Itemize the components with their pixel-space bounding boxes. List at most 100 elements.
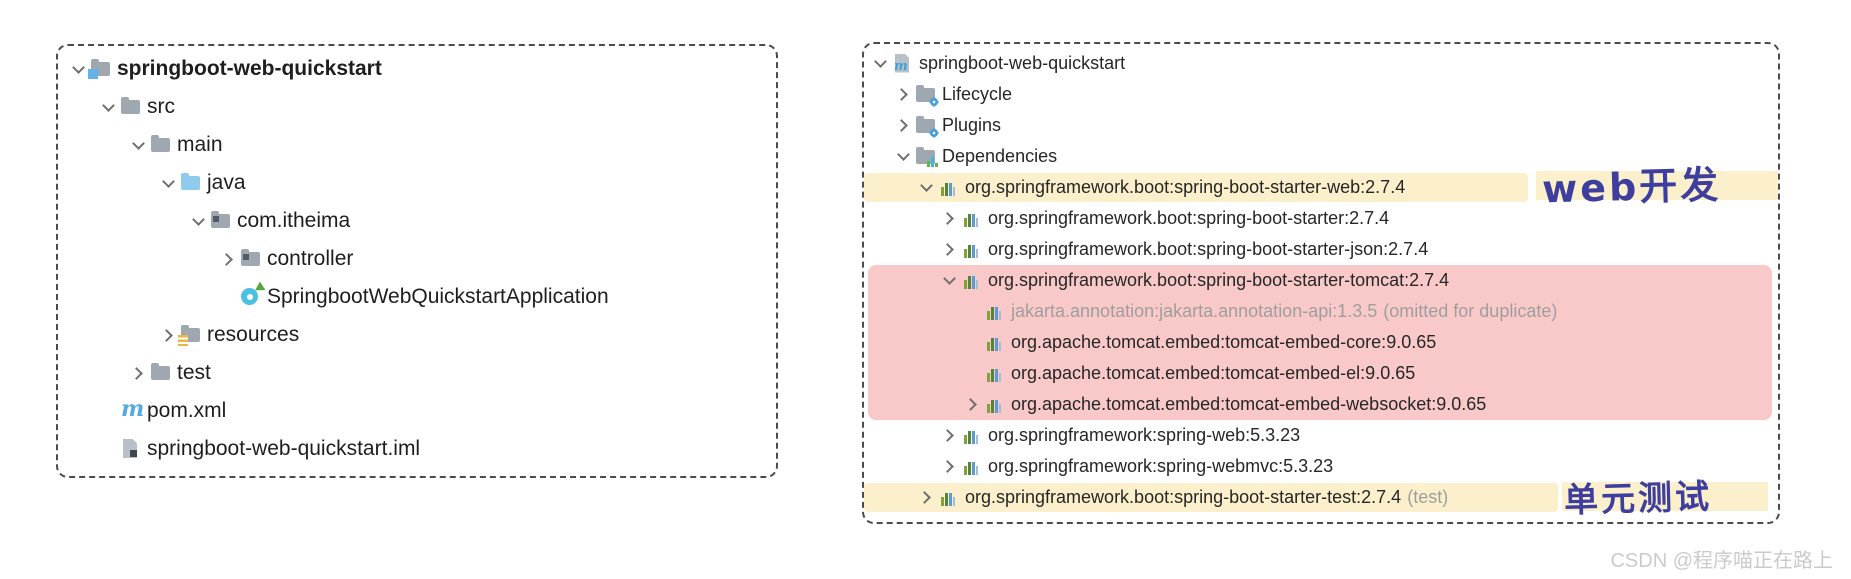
- tree-row-application-class[interactable]: SpringbootWebQuickstartApplication: [58, 278, 776, 316]
- tree-row-label: java: [207, 171, 246, 194]
- tree-row-label: src: [147, 95, 175, 118]
- chevron-right-icon[interactable]: [891, 115, 915, 137]
- maven-row-label: springboot-web-quickstart: [919, 53, 1126, 73]
- tree-row-pom-xml[interactable]: pom.xml: [58, 392, 776, 430]
- tree-row-test[interactable]: test: [58, 354, 776, 392]
- library-icon: [961, 270, 985, 292]
- library-icon: [961, 239, 985, 261]
- maven-row-dependencies[interactable]: Dependencies: [864, 141, 1778, 172]
- maven-row-lifecycle[interactable]: Lifecycle: [864, 79, 1778, 110]
- tree-row-java[interactable]: java: [58, 164, 776, 202]
- maven-row-label: jakarta.annotation:jakarta.annotation-ap…: [1011, 301, 1378, 321]
- library-icon: [938, 487, 962, 509]
- maven-row-label: org.apache.tomcat.embed:tomcat-embed-cor…: [1011, 332, 1437, 352]
- maven-module-icon: [892, 53, 916, 75]
- chevron-right-icon[interactable]: [937, 425, 961, 447]
- csdn-watermark: CSDN @程序喵正在路上: [1610, 550, 1833, 572]
- maven-row-label: org.springframework.boot:spring-boot-sta…: [965, 487, 1402, 507]
- chevron-right-icon[interactable]: [960, 394, 984, 416]
- maven-row-module-root[interactable]: springboot-web-quickstart: [864, 48, 1778, 79]
- tree-row-iml-file[interactable]: springboot-web-quickstart.iml: [58, 430, 776, 468]
- tree-row-label: main: [177, 133, 223, 156]
- maven-row-label: org.springframework.boot:spring-boot-sta…: [988, 270, 1450, 290]
- library-icon: [984, 363, 1008, 385]
- chevron-down-icon[interactable]: [126, 134, 150, 156]
- maven-row-suffix: (test): [1407, 487, 1449, 507]
- library-icon: [984, 394, 1008, 416]
- package-icon: [240, 248, 264, 270]
- annotation-web-dev: web开发: [1536, 163, 1778, 211]
- maven-row-label: org.apache.tomcat.embed:tomcat-embed-el:…: [1011, 363, 1416, 383]
- maven-pom-icon: [120, 396, 144, 422]
- tree-row-label: test: [177, 361, 211, 384]
- dependencies-folder-icon: [915, 146, 939, 168]
- project-folder-icon: [88, 58, 114, 80]
- maven-row-spring-web[interactable]: org.springframework:spring-web:5.3.23: [864, 420, 1778, 451]
- package-icon: [210, 210, 234, 232]
- chevron-down-icon[interactable]: [937, 270, 961, 292]
- maven-row-tomcat-embed-websocket[interactable]: org.apache.tomcat.embed:tomcat-embed-web…: [864, 389, 1778, 420]
- library-icon: [961, 425, 985, 447]
- maven-row-label: org.springframework.boot:spring-boot-sta…: [965, 177, 1406, 197]
- folder-icon: [120, 96, 144, 118]
- plugins-folder-icon: [915, 115, 939, 137]
- maven-row-spring-boot-starter-test[interactable]: org.springframework.boot:spring-boot-sta…: [864, 482, 1778, 513]
- tree-row-com-itheima[interactable]: com.itheima: [58, 202, 776, 240]
- maven-row-jakarta-annotation[interactable]: jakarta.annotation:jakarta.annotation-ap…: [864, 296, 1778, 327]
- chevron-down-icon[interactable]: [66, 58, 90, 80]
- maven-row-label: Plugins: [942, 115, 1002, 135]
- maven-row-label: org.springframework:spring-webmvc:5.3.23: [988, 456, 1334, 476]
- annotation-web-dev-text: web开发: [1541, 162, 1722, 212]
- chevron-down-icon[interactable]: [914, 177, 938, 199]
- tree-row-label: controller: [267, 247, 354, 270]
- tree-row-label: com.itheima: [237, 209, 351, 232]
- chevron-down-icon[interactable]: [891, 146, 915, 168]
- chevron-down-icon[interactable]: [156, 172, 180, 194]
- java-sources-folder-icon: [180, 172, 204, 194]
- library-icon: [938, 177, 962, 199]
- tree-row-controller[interactable]: controller: [58, 240, 776, 278]
- tree-row-label: springboot-web-quickstart.iml: [147, 437, 421, 460]
- folder-icon: [150, 362, 174, 384]
- maven-row-plugins[interactable]: Plugins: [864, 110, 1778, 141]
- tree-row-main[interactable]: main: [58, 126, 776, 164]
- springboot-class-icon: [240, 281, 268, 308]
- chevron-down-icon[interactable]: [868, 53, 892, 75]
- maven-row-label: org.springframework.boot:spring-boot-sta…: [988, 239, 1429, 259]
- tree-row-label: springboot-web-quickstart: [117, 57, 382, 80]
- resources-folder-icon: [178, 324, 204, 346]
- chevron-placeholder: [960, 363, 984, 385]
- maven-row-spring-boot-starter-web[interactable]: org.springframework.boot:spring-boot-sta…: [864, 172, 1778, 203]
- chevron-placeholder: [960, 332, 984, 354]
- tree-row-project-root[interactable]: springboot-web-quickstart: [58, 50, 776, 88]
- maven-row-tomcat-embed-core[interactable]: org.apache.tomcat.embed:tomcat-embed-cor…: [864, 327, 1778, 358]
- maven-row-spring-boot-starter[interactable]: org.springframework.boot:spring-boot-sta…: [864, 203, 1778, 234]
- library-icon: [961, 456, 985, 478]
- chevron-right-icon[interactable]: [216, 248, 240, 270]
- maven-row-label: org.springframework.boot:spring-boot-sta…: [988, 208, 1390, 228]
- maven-row-spring-webmvc[interactable]: org.springframework:spring-webmvc:5.3.23: [864, 451, 1778, 482]
- library-icon: [984, 301, 1008, 323]
- chevron-right-icon[interactable]: [937, 208, 961, 230]
- chevron-right-icon[interactable]: [937, 456, 961, 478]
- maven-row-label: Dependencies: [942, 146, 1058, 166]
- maven-row-spring-boot-starter-json[interactable]: org.springframework.boot:spring-boot-sta…: [864, 234, 1778, 265]
- chevron-right-icon[interactable]: [937, 239, 961, 261]
- maven-row-tomcat-embed-el[interactable]: org.apache.tomcat.embed:tomcat-embed-el:…: [864, 358, 1778, 389]
- library-icon: [984, 332, 1008, 354]
- chevron-right-icon[interactable]: [156, 324, 180, 346]
- maven-row-spring-boot-starter-tomcat[interactable]: org.springframework.boot:spring-boot-sta…: [864, 265, 1778, 296]
- maven-row-suffix: (omitted for duplicate): [1383, 301, 1558, 321]
- chevron-right-icon[interactable]: [914, 487, 938, 509]
- maven-row-label: org.springframework:spring-web:5.3.23: [988, 425, 1301, 445]
- chevron-placeholder: [96, 400, 120, 422]
- tree-row-src[interactable]: src: [58, 88, 776, 126]
- chevron-placeholder: [96, 438, 120, 460]
- tree-row-label: pom.xml: [147, 399, 227, 422]
- chevron-down-icon[interactable]: [96, 96, 120, 118]
- maven-row-label: Lifecycle: [942, 84, 1013, 104]
- chevron-right-icon[interactable]: [891, 84, 915, 106]
- chevron-down-icon[interactable]: [186, 210, 210, 232]
- chevron-right-icon[interactable]: [126, 362, 150, 384]
- tree-row-resources[interactable]: resources: [58, 316, 776, 354]
